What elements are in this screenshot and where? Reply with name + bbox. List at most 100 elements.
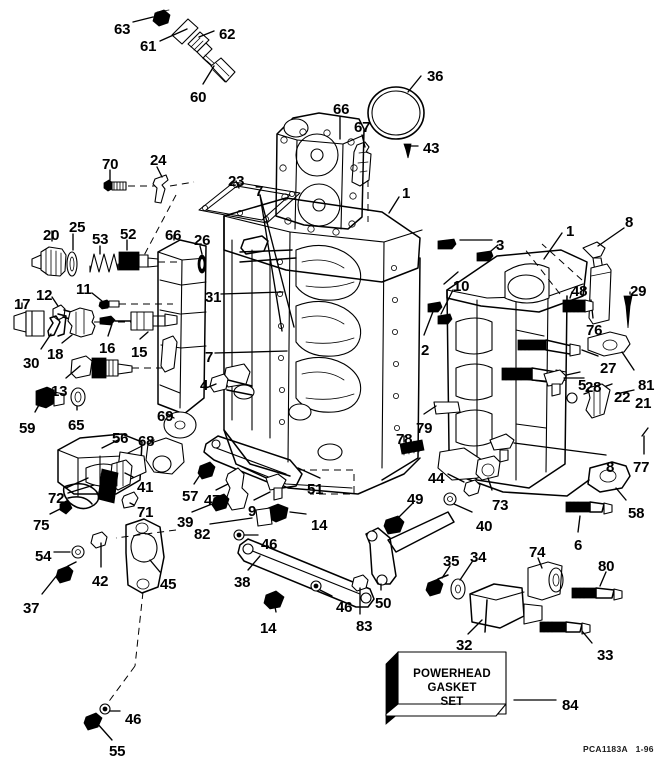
- part-nut-54: [53, 545, 85, 559]
- callout-24: 24: [150, 152, 167, 169]
- part-washer-34: [450, 561, 473, 600]
- part-screw-70: [103, 169, 156, 192]
- part-cap-20: [31, 230, 67, 277]
- part-valve-15: [130, 311, 178, 340]
- callout-71: 71: [137, 504, 154, 521]
- part-bracket-45: [125, 518, 165, 667]
- callout-8-b: 8: [606, 459, 615, 476]
- callout-46-a: 46: [261, 536, 278, 553]
- part-screw-55: [83, 712, 113, 741]
- callout-60: 60: [190, 89, 207, 106]
- part-screw-57: [193, 461, 216, 485]
- callout-81: 81: [638, 377, 655, 394]
- part-bolt-80: [571, 571, 623, 601]
- callout-53: 53: [92, 231, 109, 248]
- part-sleeve-74: [527, 557, 564, 601]
- callout-76: 76: [586, 322, 603, 339]
- callout-65: 65: [68, 417, 85, 434]
- callout-27: 27: [600, 360, 617, 377]
- callout-8-a: 8: [625, 214, 634, 231]
- callout-50: 50: [375, 595, 392, 612]
- part-bracket-58: [587, 461, 631, 501]
- part-bellcrank-50: [365, 511, 455, 591]
- callout-2: 2: [421, 342, 430, 359]
- callout-13: 13: [51, 383, 68, 400]
- callout-26: 26: [194, 232, 211, 249]
- part-washer-46a: [233, 529, 259, 541]
- part-spacer-82: [115, 507, 273, 539]
- part-cylinder-head-66: [275, 112, 365, 236]
- callout-40: 40: [476, 518, 493, 535]
- callout-82: 82: [194, 526, 211, 543]
- callout-66-top: 66: [333, 101, 350, 118]
- part-cylinder-block-1: [223, 196, 423, 495]
- callout-66-mid: 66: [165, 227, 182, 244]
- callout-77: 77: [633, 459, 650, 476]
- part-gasket-23: [198, 180, 301, 224]
- part-bolt-27: [517, 339, 599, 357]
- callout-38: 38: [234, 574, 251, 591]
- callout-35: 35: [443, 553, 460, 570]
- callout-49: 49: [407, 491, 424, 508]
- part-nut-59: [34, 386, 65, 413]
- part-washer-25: [66, 233, 78, 277]
- callout-43: 43: [423, 140, 440, 157]
- callout-21: 21: [635, 395, 652, 412]
- part-pin-16: [99, 315, 132, 337]
- callout-16: 16: [99, 340, 116, 357]
- callout-52: 52: [120, 226, 137, 243]
- part-pin-14b: [263, 590, 285, 613]
- part-screw-39: [191, 493, 230, 513]
- callout-36: 36: [427, 68, 444, 85]
- callout-32: 32: [456, 637, 473, 654]
- part-fitting-8b: [489, 433, 607, 463]
- part-pin-29: [623, 291, 633, 329]
- part-shaft-4: [205, 373, 253, 396]
- callout-55: 55: [109, 743, 126, 760]
- callout-39: 39: [177, 514, 194, 531]
- callout-57: 57: [182, 488, 199, 505]
- callout-79: 79: [416, 420, 433, 437]
- callout-67: 67: [354, 119, 371, 136]
- part-nut-83: [351, 574, 369, 615]
- part-screw-35: [425, 565, 451, 597]
- callout-68: 68: [138, 433, 155, 450]
- part-bushing-73: [475, 455, 501, 491]
- part-nut-44: [447, 473, 481, 497]
- part-washer-40: [443, 492, 473, 513]
- leader-7-top: [239, 194, 297, 332]
- callout-3: 3: [496, 237, 505, 254]
- part-arm-51: [203, 435, 355, 495]
- part-nut-42: [90, 531, 108, 568]
- part-pin-2: [423, 301, 443, 336]
- callout-12: 12: [36, 287, 53, 304]
- callout-29: 29: [630, 283, 647, 300]
- callout-72: 72: [48, 490, 65, 507]
- part-bolt-48: [523, 247, 594, 313]
- part-group-ignition-lead: [132, 9, 236, 85]
- part-washer-65: [70, 387, 86, 411]
- leader-31: [220, 291, 284, 295]
- callout-37: 37: [23, 600, 40, 617]
- callout-47: 47: [204, 492, 221, 509]
- part-grommet-71: [121, 491, 139, 509]
- part-key-79: [423, 401, 461, 415]
- part-bolt-6: [565, 501, 613, 533]
- callout-25: 25: [69, 219, 86, 236]
- callout-17: 17: [14, 296, 31, 313]
- callout-46-b: 46: [336, 599, 353, 616]
- callout-31: 31: [205, 289, 222, 306]
- callout-44: 44: [428, 470, 445, 487]
- callout-7-mid: 7: [205, 349, 214, 366]
- callout-5: 5: [578, 377, 587, 394]
- part-washer-46c: [99, 665, 136, 715]
- callout-14-a: 14: [311, 517, 328, 534]
- callout-22: 22: [614, 389, 631, 406]
- part-washer-69: [163, 411, 197, 439]
- callout-70: 70: [102, 156, 119, 173]
- part-bolt-33: [539, 621, 593, 644]
- part-screw-37: [41, 561, 77, 595]
- callout-63: 63: [114, 21, 131, 38]
- leader-7-mid: [214, 350, 288, 354]
- part-plug-52: [118, 239, 180, 271]
